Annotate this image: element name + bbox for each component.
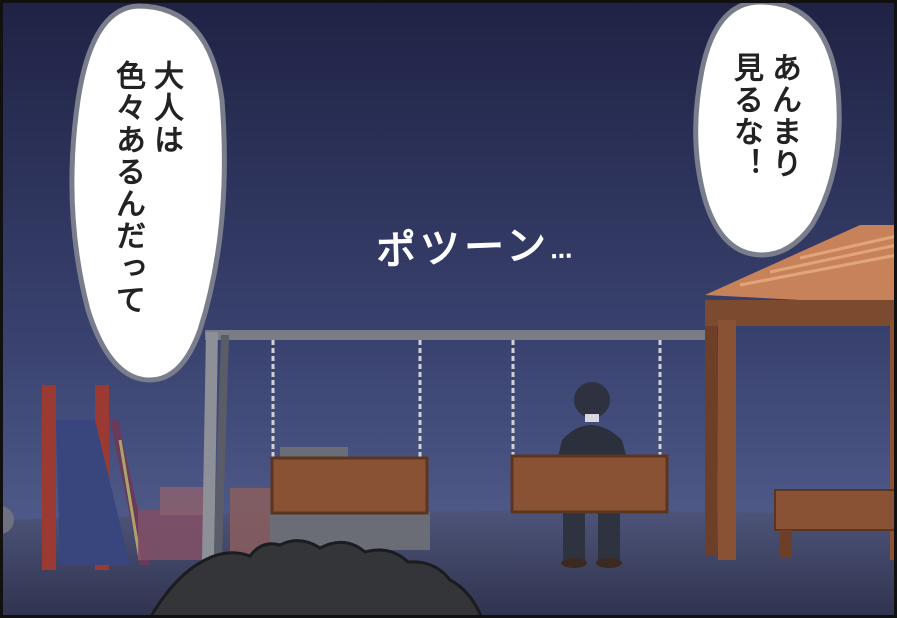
sound-effect-main: ポツーン (375, 222, 551, 275)
speech-right-line2: 見るな！ (728, 52, 763, 180)
sound-effect-trail: … (549, 238, 576, 265)
playground-ball (0, 506, 14, 534)
swing-chains (271, 340, 662, 462)
swing-seat-left (270, 456, 429, 515)
sound-effect: ポツーン… (375, 212, 576, 277)
speech-right-line1: あんまり (766, 52, 801, 180)
speech-bubble-left (69, 3, 227, 383)
speech-text-right: あんまり 見るな！ (726, 52, 802, 242)
speech-text-left: 大人は 色々あるんだって (108, 60, 184, 360)
gazebo (705, 225, 897, 560)
speech-left-line2: 色々あるんだって (110, 60, 145, 316)
swing-seat-right (510, 454, 669, 514)
foreground-hair (148, 539, 484, 618)
speech-left-line1: 大人は (148, 60, 183, 156)
speech-bubble-right (693, 0, 842, 258)
swing-frame (202, 325, 717, 561)
